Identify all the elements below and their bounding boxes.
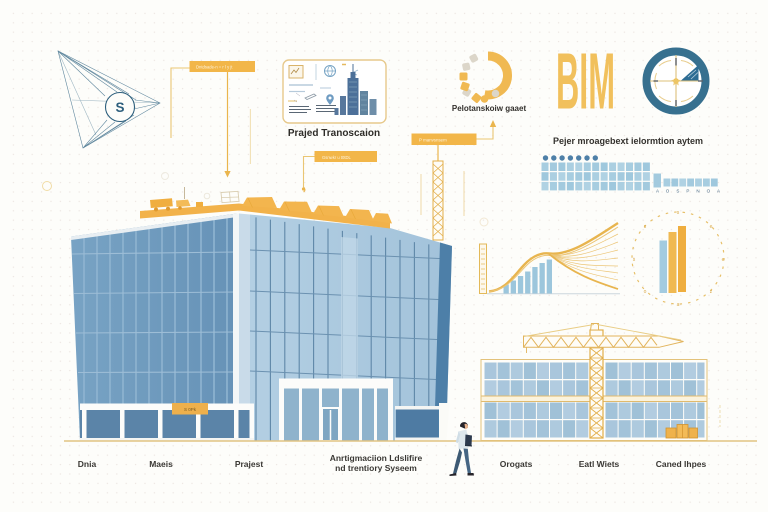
svg-text:Anrtigmaciion Ldslifire: Anrtigmaciion Ldslifire bbox=[330, 453, 423, 463]
svg-text:s: s bbox=[644, 224, 647, 230]
svg-text:s: s bbox=[633, 257, 636, 263]
svg-text:Orogats: Orogats bbox=[500, 459, 533, 469]
svg-text:z: z bbox=[710, 289, 713, 295]
svg-text:a: a bbox=[677, 302, 680, 308]
svg-text:nd trentiory Syseem: nd trentiory Syseem bbox=[335, 463, 417, 473]
svg-text:Eatl Wiets: Eatl Wiets bbox=[579, 459, 620, 469]
svg-text:Caned Ihpes: Caned Ihpes bbox=[656, 459, 707, 469]
svg-text:Pejer mroagebext ielormtion ay: Pejer mroagebext ielormtion aytem bbox=[553, 136, 703, 146]
svg-text:A O S P N O A: A O S P N O A bbox=[656, 189, 723, 194]
svg-text:Gsnwkr u t0tDL: Gsnwkr u t0tDL bbox=[322, 155, 352, 160]
svg-text:Prajed Tranoscaion: Prajed Tranoscaion bbox=[288, 128, 380, 139]
svg-text:Prajest: Prajest bbox=[235, 459, 264, 469]
svg-text:Dnia: Dnia bbox=[78, 459, 97, 469]
svg-text:s: s bbox=[677, 210, 680, 216]
svg-text:P manvsnsem: P manvsnsem bbox=[419, 138, 447, 143]
svg-text:Maeis: Maeis bbox=[149, 459, 173, 469]
svg-text:BIM: BIM bbox=[556, 37, 615, 126]
svg-text:Pelotanskoiw gaaet: Pelotanskoiw gaaet bbox=[452, 104, 527, 113]
svg-text:o: o bbox=[644, 289, 647, 295]
svg-text:Dntdsade-n = r l y jt: Dntdsade-n = r l y jt bbox=[196, 65, 233, 70]
svg-text:e: e bbox=[722, 257, 725, 263]
svg-text:S: S bbox=[115, 100, 124, 115]
svg-text:S 0Pk: S 0Pk bbox=[184, 407, 197, 412]
svg-text:e: e bbox=[710, 224, 713, 230]
